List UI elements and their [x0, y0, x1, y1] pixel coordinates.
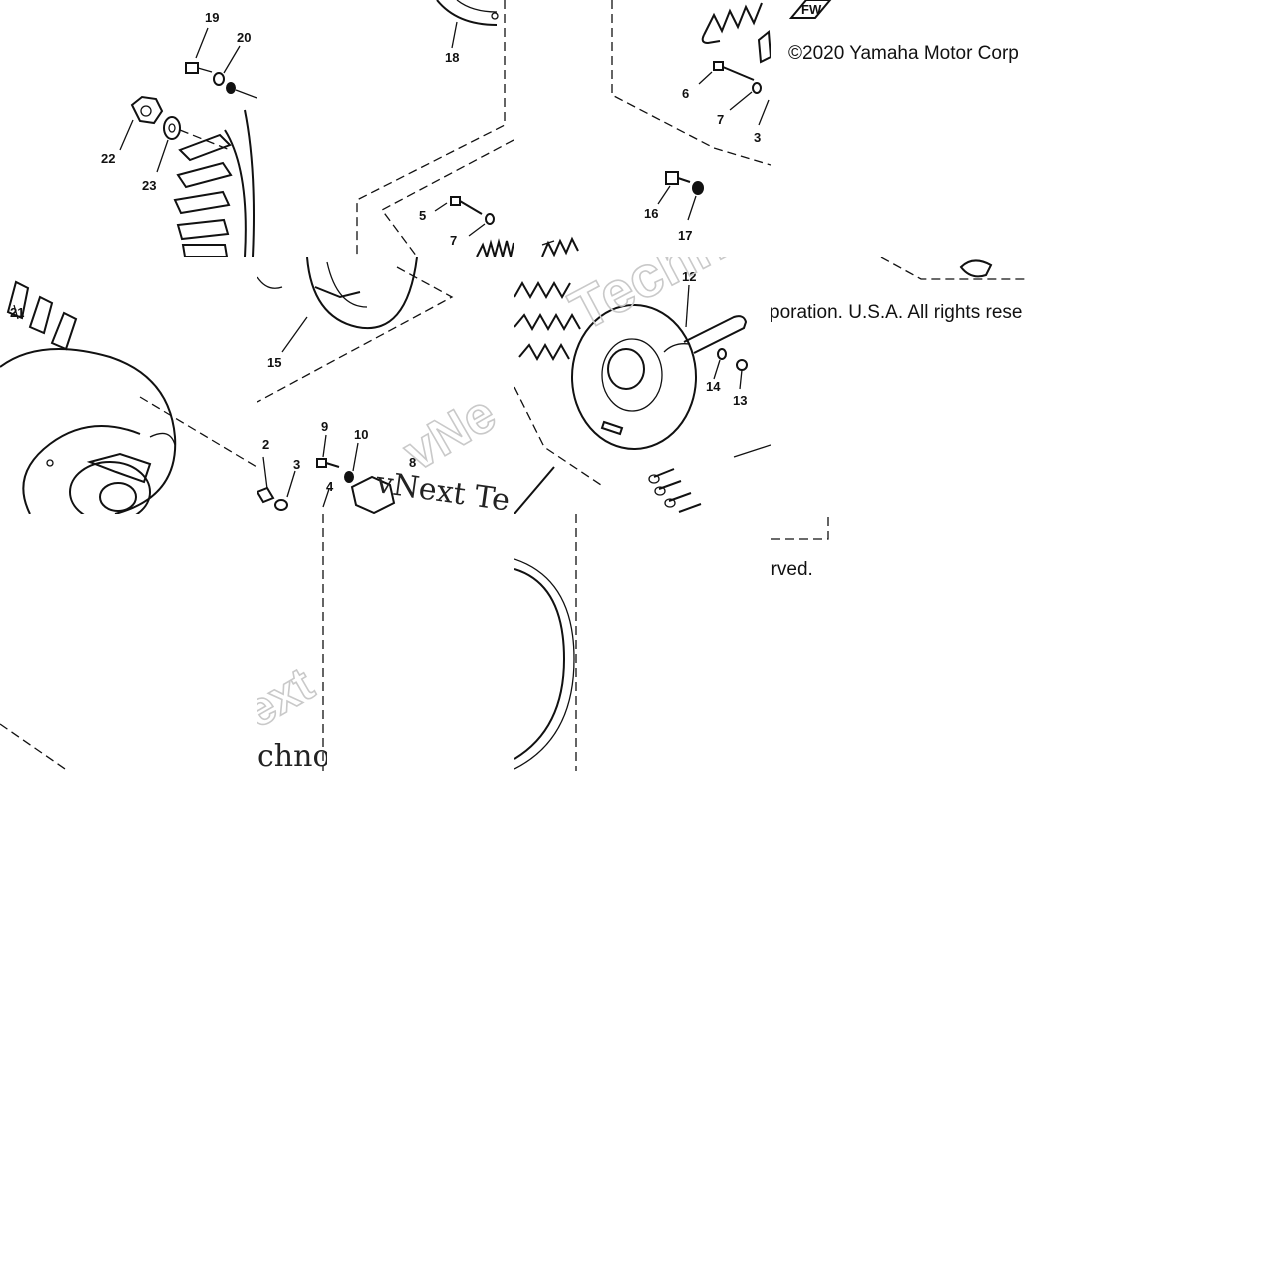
bolt-6: 6 — [682, 61, 755, 101]
callout-4: 4 — [326, 479, 334, 494]
callout-7: 7 — [450, 233, 457, 248]
callout-12: 12 — [682, 269, 696, 284]
callout-20: 20 — [237, 30, 251, 45]
spring-upper — [701, 2, 763, 45]
part-4: 4 — [322, 479, 334, 508]
tile-ring-1: 11 — [514, 514, 771, 771]
callout-18: 18 — [445, 50, 459, 65]
callout-3: 3 — [754, 130, 761, 145]
callout-3b: 3 — [293, 457, 300, 472]
copyright-line-3: erved. — [771, 559, 813, 580]
svg-text:vNext Te: vNext Te — [373, 465, 512, 514]
fw-label: FW — [801, 2, 822, 17]
tile-pulser-plate: 12 14 13 Techno — [514, 257, 771, 514]
callout-2: 2 — [262, 437, 269, 452]
springs-left — [514, 280, 581, 362]
watermark-ext: ext — [257, 658, 323, 739]
washer-14: 14 — [706, 348, 727, 394]
callout-23: 23 — [142, 178, 156, 193]
part-2: 2 — [257, 437, 275, 504]
part-3-bottom: 3 — [274, 457, 300, 511]
spring-lower — [541, 236, 579, 257]
callout-17: 17 — [678, 228, 692, 243]
callout-14: 14 — [706, 379, 721, 394]
callout-13: 13 — [733, 393, 747, 408]
tile-copyright-middle: poration. U.S.A. All rights rese — [771, 257, 1028, 514]
ring-1: 11 — [514, 558, 575, 770]
pulser-coil — [663, 315, 748, 354]
callout-6: 6 — [682, 86, 689, 101]
wire-harness — [648, 444, 771, 513]
callout-7b: 7 — [717, 112, 724, 127]
flywheel-fins — [173, 109, 255, 257]
nut-22: 22 — [101, 95, 164, 166]
callout-5: 5 — [419, 208, 426, 223]
tile-flywheel-hardware: 19 20 22 23 — [0, 0, 257, 257]
flywheel — [0, 280, 177, 514]
bolt-16: 16 — [644, 171, 691, 221]
spring — [476, 238, 514, 257]
watermark-chno: chno — [257, 739, 331, 771]
tile-guide-lines — [0, 514, 257, 771]
bolt-5: 5 — [419, 196, 483, 223]
bolt-9: 9 — [316, 419, 340, 468]
washer-7b: 7 — [717, 82, 762, 127]
tile-pulser-springs: 6 7 3 16 17 — [514, 0, 771, 257]
cover-15: 15 — [257, 257, 418, 370]
tile-watermark-left: ext chno — [257, 514, 514, 771]
pulser-plate — [571, 304, 697, 450]
callout-15: 15 — [267, 355, 281, 370]
washer-17: 17 — [678, 181, 704, 243]
washer-7: 7 — [450, 213, 495, 248]
callout-9: 9 — [321, 419, 328, 434]
part-12: 12 — [682, 269, 696, 328]
washer-10: 10 — [344, 427, 368, 483]
callout-8: 8 — [409, 455, 416, 470]
callout-16: 16 — [644, 206, 658, 221]
bolt-19: 19 — [185, 10, 219, 74]
callout-10: 10 — [354, 427, 368, 442]
callout-19: 19 — [205, 10, 219, 25]
part-21: 21 — [10, 304, 24, 320]
part-8: 8 — [350, 455, 416, 514]
callout-21: 21 — [10, 305, 24, 320]
tile-copyright-top: FW ©2020 Yamaha Motor Corp — [771, 0, 1028, 257]
tile-copyright-bottom: erved. — [771, 514, 1028, 771]
washer-20: 20 — [213, 30, 257, 99]
housing-rim — [436, 0, 498, 26]
copyright-line-1: ©2020 Yamaha Motor Corp — [788, 43, 1019, 64]
callout-22: 22 — [101, 151, 115, 166]
tile-flywheel-body: 21 — [0, 257, 257, 514]
washer-23: 23 — [142, 116, 231, 193]
screw-13: 13 — [733, 359, 748, 408]
part-3: 3 — [754, 99, 770, 145]
tile-housing-18: 18 5 7 — [257, 0, 514, 257]
watermark-fragment-1: vNext Te vNe — [373, 384, 512, 514]
tile-cover-15: 15 2 3 4 9 — [257, 257, 514, 514]
fw-arrow-tag: FW — [788, 0, 832, 19]
copyright-line-2: poration. U.S.A. All rights rese — [771, 302, 1022, 323]
